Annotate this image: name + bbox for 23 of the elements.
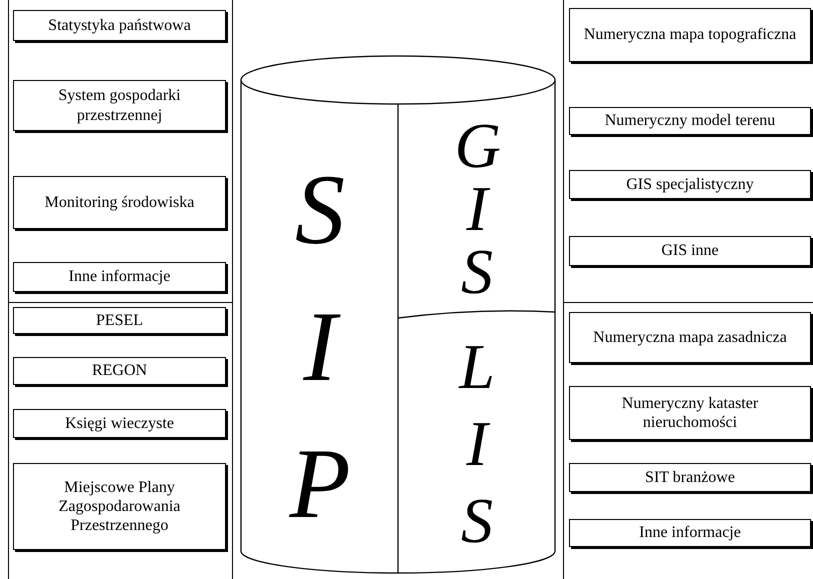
data-source-box: GIS specjalistyczny	[569, 170, 811, 199]
data-source-box: Miejscowe Plany Zagospodarowania Przestrzennego	[13, 463, 226, 550]
data-source-box: Inne informacje	[569, 519, 811, 547]
data-source-box: Numeryczna mapa zasadnicza	[569, 312, 811, 363]
column-panel	[8, 0, 233, 303]
cylinder-label: SIP	[288, 152, 352, 540]
column-panel	[563, 303, 813, 579]
data-source-box: SIT branżowe	[569, 463, 811, 492]
data-source-box: Statystyka państwowa	[13, 10, 226, 41]
section-label: GIS	[454, 114, 500, 302]
data-source-box: REGON	[13, 357, 226, 385]
data-source-box: Numeryczna mapa topograficzna	[569, 8, 811, 62]
data-source-box: Inne informacje	[13, 262, 226, 292]
data-source-box: Numeryczny model terenu	[569, 107, 811, 135]
data-source-box: System gospodarki przestrzennej	[13, 80, 226, 131]
section-label: LIS	[458, 330, 496, 558]
data-source-box: Numeryczny kataster nieruchomości	[569, 386, 811, 440]
data-source-box: Księgi wieczyste	[13, 409, 226, 438]
data-source-box: GIS inne	[569, 236, 811, 266]
data-source-box: PESEL	[13, 307, 226, 334]
data-source-box: Monitoring środowiska	[13, 176, 226, 229]
column-panel	[563, 0, 813, 303]
column-panel	[8, 303, 233, 579]
